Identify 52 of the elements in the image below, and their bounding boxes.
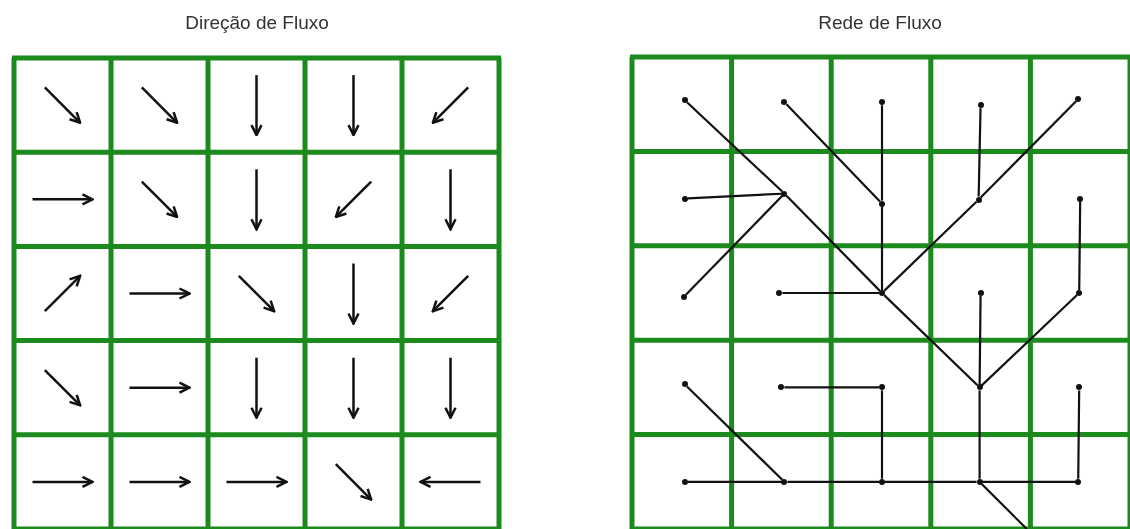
junction-dot	[681, 381, 688, 388]
junction-dot	[1076, 290, 1083, 296]
network-line	[883, 200, 978, 292]
junction-dot	[681, 97, 688, 104]
network-line	[1078, 201, 1082, 290]
network-line	[978, 296, 982, 385]
network-line	[981, 294, 1078, 387]
junction-dot	[879, 200, 885, 207]
junction-dot	[879, 384, 885, 391]
grid-heading: Direção de Fluxo	[185, 12, 329, 34]
network-line	[687, 480, 782, 483]
junction-dot	[680, 294, 687, 300]
network-line	[784, 386, 879, 389]
junction-dot	[781, 190, 788, 197]
junction-dot	[1077, 195, 1084, 202]
network-line	[880, 206, 884, 290]
network-line	[782, 291, 879, 295]
junction-dot	[681, 195, 688, 202]
junction-dot	[681, 478, 688, 485]
network-line	[787, 480, 879, 483]
junction-dot	[976, 384, 983, 391]
network-line	[685, 195, 784, 296]
network-line	[785, 103, 881, 203]
network-line	[880, 105, 884, 201]
network-line	[687, 192, 782, 200]
network-line	[686, 101, 783, 193]
junction-dot	[781, 99, 788, 106]
junction-dot	[776, 290, 783, 296]
junction-dot	[879, 290, 885, 296]
network-line	[1077, 390, 1081, 479]
junction-dot	[879, 478, 885, 485]
network-line	[686, 385, 784, 481]
grid-heading: Rede de Fluxo	[818, 12, 942, 34]
network-line	[980, 483, 1028, 529]
junction-dot	[781, 478, 788, 485]
junction-dot	[976, 478, 983, 485]
junction-dot	[975, 196, 982, 203]
junction-dot	[1075, 96, 1082, 103]
junction-dot	[879, 99, 885, 106]
junction-dot	[1076, 384, 1083, 391]
network-line	[978, 390, 981, 479]
network-line	[880, 390, 884, 479]
network-line	[979, 100, 1077, 199]
network-line	[885, 480, 977, 483]
network-line	[982, 480, 1076, 483]
network-line	[883, 294, 979, 387]
junction-dot	[977, 102, 984, 109]
network-line	[977, 108, 982, 197]
junction-dot	[977, 290, 984, 296]
junction-dot	[778, 384, 785, 391]
junction-dot	[1075, 478, 1082, 485]
network-line	[785, 194, 881, 292]
